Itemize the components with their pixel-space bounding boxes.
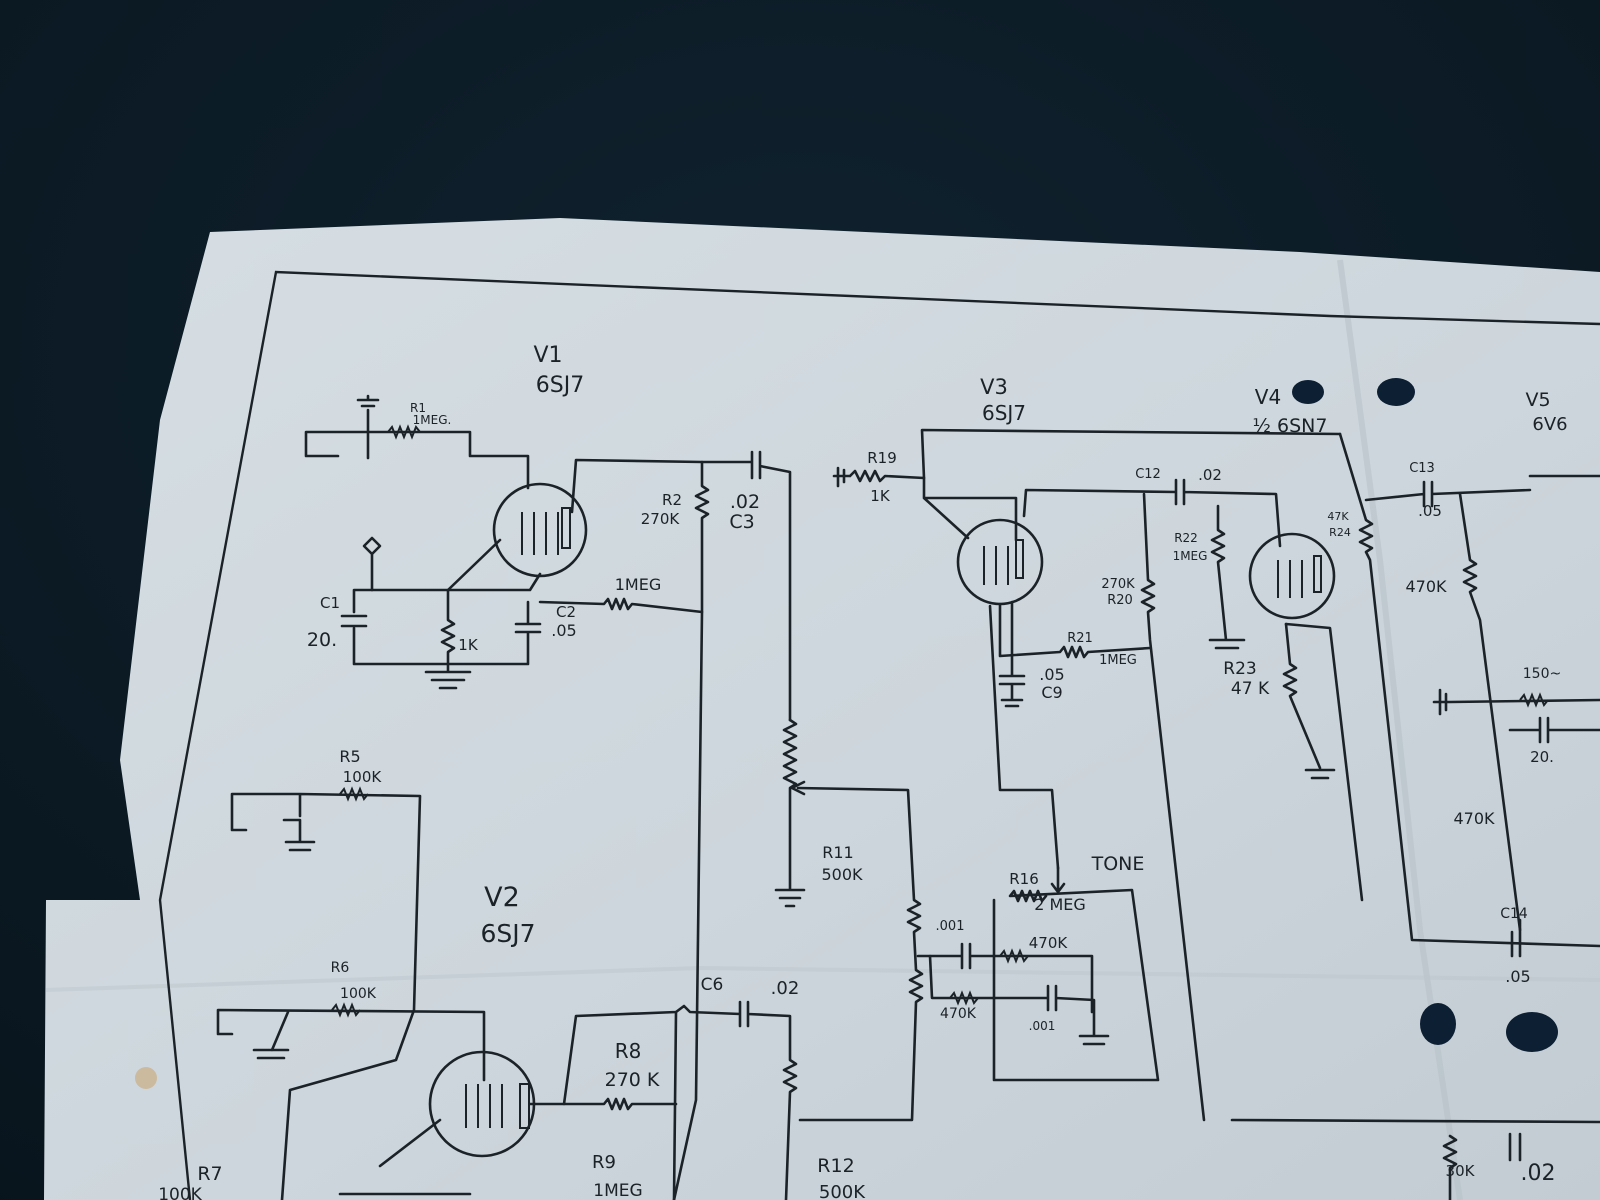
paper-fold-vertical [1337, 259, 1463, 1200]
label-c6-name: C6 [701, 975, 724, 995]
label-c9-value: .05 [1039, 665, 1064, 684]
label-r8-value: 270 K [605, 1069, 660, 1091]
label-r12-name: R12 [817, 1155, 854, 1177]
label-tone-label: TONE [1091, 853, 1145, 875]
label-tone-c2-value: .001 [1029, 1019, 1056, 1033]
label-r22-name: R22 [1174, 531, 1198, 545]
paper-stain [135, 1067, 157, 1089]
tube-v4 [1248, 532, 1336, 620]
paper-fold-horizontal [45, 965, 1600, 992]
label-r21-value: 1MEG [1099, 653, 1137, 668]
label-r6-name: R6 [331, 960, 350, 976]
input-jack-2 [230, 792, 422, 1200]
label-r1-name: R1 [410, 401, 426, 415]
v3-v4-stage [832, 428, 1600, 1122]
label-v1-grid-r: 1MEG [615, 575, 662, 594]
label-r23-name: R23 [1223, 659, 1256, 679]
label-c1-value: 20. [307, 629, 337, 651]
label-v5-cathode-r: 150~ [1523, 666, 1561, 682]
label-bottom-r-value: 30K [1446, 1162, 1476, 1180]
label-r5-value: 100K [343, 768, 383, 786]
label-tone-r2: 470K [940, 1006, 977, 1022]
punch-hole [1292, 380, 1324, 404]
label-v2-type: 6SJ7 [480, 919, 535, 948]
label-c14-name: C14 [1500, 906, 1528, 922]
label-r22-value: 1MEG [1173, 549, 1208, 563]
label-c2-name: C2 [556, 603, 576, 621]
label-v4-name: V4 [1255, 385, 1281, 409]
label-r6-value: 100K [340, 986, 377, 1002]
label-r2-name: R2 [662, 491, 682, 509]
v2-tone-stage [216, 718, 1160, 1200]
label-r23-value: 47 K [1231, 679, 1270, 699]
label-v5-cathode-c: 20. [1530, 748, 1554, 766]
label-v3-name: V3 [980, 375, 1008, 399]
label-r19-name: R19 [867, 449, 897, 467]
punch-hole [1506, 1012, 1558, 1052]
label-r7-value: 100K [158, 1185, 202, 1200]
label-c2-value: .05 [551, 621, 576, 640]
label-r21-name: R21 [1067, 631, 1093, 646]
label-r11-value: 500K [821, 865, 863, 884]
label-v5-name: V5 [1525, 389, 1550, 411]
label-r16-value: 2 MEG [1034, 895, 1086, 914]
v5-stage [1230, 474, 1600, 1200]
label-c1-name: C1 [320, 594, 340, 612]
label-r11-name: R11 [822, 843, 853, 862]
label-c9-name: C9 [1041, 683, 1062, 702]
label-r19-value: 1K [870, 487, 891, 505]
label-r20-name: R20 [1107, 593, 1133, 608]
label-c6-value: .02 [771, 978, 800, 999]
label-v1-type: 6SJ7 [536, 373, 584, 398]
label-v4-type: ½ 6SN7 [1253, 415, 1328, 437]
label-r1-value: 1MEG. [413, 413, 452, 427]
label-mid-470k: 470K [1453, 809, 1495, 828]
label-r2-value: 270K [641, 510, 681, 528]
label-tone-r1: 470K [1029, 934, 1069, 952]
label-v2-name: V2 [484, 882, 520, 913]
label-r20-value: 270K [1101, 577, 1135, 592]
punch-hole [1420, 1003, 1456, 1045]
label-r16-name: R16 [1009, 870, 1039, 888]
label-r12-value: 500K [819, 1182, 866, 1200]
label-c13-value: .05 [1418, 502, 1442, 520]
label-c14-value: .05 [1505, 967, 1530, 986]
label-v3-type: 6SJ7 [982, 401, 1026, 425]
label-c3-name: C3 [729, 511, 754, 533]
label-v1-cathode-r: 1K [458, 636, 479, 654]
schematic-labels: V16SJ7R11MEG.R2270K.02C3C120.1KC2.051MEG… [158, 343, 1567, 1200]
label-r9-value: 1MEG [593, 1181, 642, 1200]
label-v5-grid-r: 470K [1405, 577, 1447, 596]
label-r24-name: R24 [1329, 526, 1351, 539]
label-r24-value: 47K [1327, 510, 1349, 523]
label-c12-value: .02 [1198, 466, 1222, 484]
label-r9-name: R9 [592, 1152, 616, 1173]
paper-sheet [44, 218, 1600, 1200]
input-jack-1 [304, 430, 530, 490]
label-bottom-c-value: .02 [1521, 1161, 1556, 1186]
label-r5-name: R5 [339, 747, 360, 766]
label-c3-value: .02 [730, 491, 760, 513]
v1-stage [304, 394, 792, 1200]
punch-hole [1377, 378, 1415, 406]
label-r8-name: R8 [615, 1039, 642, 1063]
drawing-frame [158, 270, 1600, 1200]
label-r7-name: R7 [197, 1163, 222, 1185]
label-c12-name: C12 [1135, 467, 1161, 482]
label-v5-type: 6V6 [1532, 414, 1567, 435]
label-tone-c-value: .001 [936, 919, 965, 934]
label-c13-name: C13 [1409, 461, 1435, 476]
label-v1-name: V1 [533, 343, 562, 368]
